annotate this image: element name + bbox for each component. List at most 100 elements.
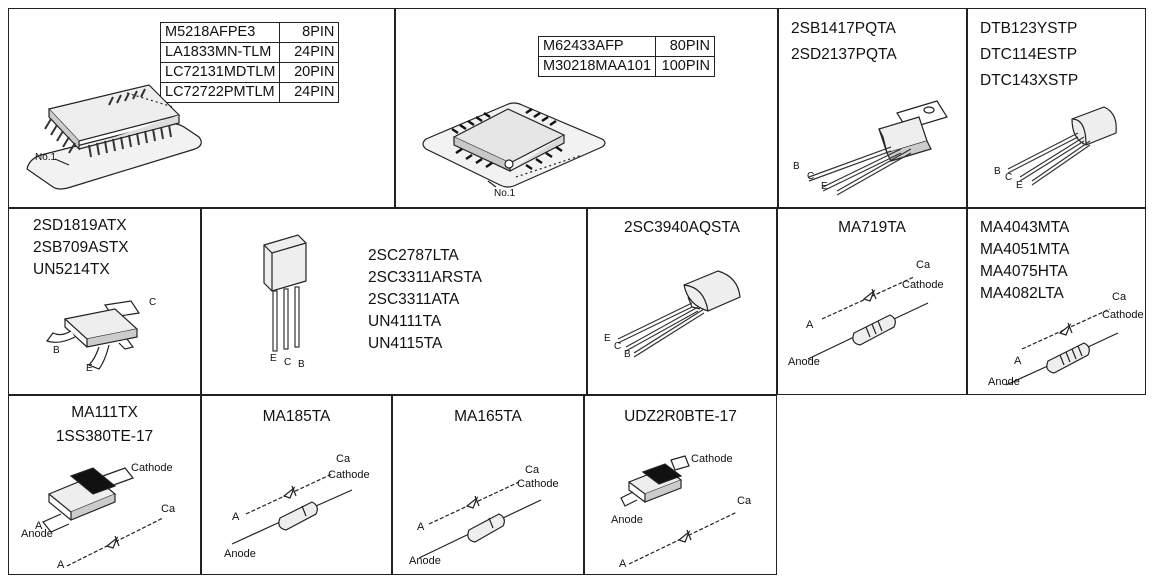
anode-short-label: A <box>232 511 240 523</box>
part-number: DTC114ESTP <box>980 46 1078 63</box>
cathode-label: Cathode <box>328 469 370 481</box>
base-pin-label: B <box>994 166 1001 177</box>
part-number: 2SC3311ATA <box>368 291 460 308</box>
anode-label: Anode <box>409 555 441 567</box>
ma4043-diode-cell: MA4043MTA MA4051MTA MA4075HTA MA4082LTA … <box>967 208 1146 395</box>
anode-label: Anode <box>988 376 1020 388</box>
cathode-label: Cathode <box>517 478 559 490</box>
pin-count: 24PIN <box>279 82 340 103</box>
part-number: 2SC2787LTA <box>368 247 459 264</box>
part-number: DTC143XSTP <box>980 72 1079 89</box>
pin1-label: No.1 <box>494 188 516 199</box>
anode-short-label: A <box>806 319 814 331</box>
pin1-label: No.1 <box>35 152 57 163</box>
ma111-diode-cell: MA111TX 1SS380TE-17 Cathode A Anode Ca A <box>8 395 201 575</box>
part-number: MA4082LTA <box>980 285 1064 302</box>
anode-label: Anode <box>788 356 820 368</box>
sod-package-drawing <box>42 467 164 567</box>
part-number: UN5214TX <box>33 261 110 278</box>
part-number: LC72131MDTLM <box>159 62 281 83</box>
anode-short-label: A <box>57 559 65 571</box>
cathode-short-label: Ca <box>916 259 931 271</box>
part-number: DTB123YSTP <box>980 20 1078 37</box>
base-pin-label: B <box>53 345 60 356</box>
base-pin-label: B <box>298 359 305 370</box>
pin-count: 20PIN <box>279 62 340 83</box>
cathode-label: Cathode <box>131 462 173 474</box>
emitter-pin-label: E <box>821 181 828 192</box>
part-number: MA4075HTA <box>980 263 1068 280</box>
axial-diode-drawing <box>231 473 353 545</box>
cathode-short-label: Ca <box>1112 291 1127 303</box>
cathode-short-label: Ca <box>525 464 540 476</box>
to92-angled-transistor-drawing <box>617 270 741 358</box>
cathode-label: Cathode <box>902 279 944 291</box>
to92-transistor-list-cell: E C B 2SC2787LTA 2SC3311ARSTA 2SC3311ATA… <box>201 208 587 395</box>
pin-count: 80PIN <box>655 36 716 57</box>
sot89-package-cell: 2SD1819ATX 2SB709ASTX UN5214TX C B E <box>8 208 201 395</box>
part-number: M30218MAA101 <box>537 56 657 77</box>
part-number: 2SD2137PQTA <box>791 46 897 63</box>
cathode-short-label: Ca <box>737 495 752 507</box>
part-number: 2SD1819ATX <box>33 217 127 234</box>
pin-count: 100PIN <box>655 56 716 77</box>
sod-package-drawing <box>620 455 738 565</box>
to92-2sc3940-cell: 2SC3940AQSTA E C B <box>587 208 777 395</box>
part-number: MA4051MTA <box>980 241 1070 258</box>
part-number: MA4043MTA <box>980 219 1070 236</box>
part-number: UDZ2R0BTE-17 <box>624 408 737 425</box>
part-number: UN4111TA <box>368 313 442 330</box>
emitter-pin-label: E <box>604 333 611 344</box>
part-number: 2SC3311ARSTA <box>368 269 483 286</box>
part-number: 2SB709ASTX <box>33 239 129 256</box>
to220-transistor-drawing <box>808 100 948 196</box>
axial-diode-drawing <box>807 276 929 360</box>
to220-package-cell: 2SB1417PQTA 2SD2137PQTA B C E <box>778 8 967 208</box>
sot89-package-drawing <box>46 300 141 370</box>
collector-pin-label: C <box>1005 172 1013 183</box>
anode-label: Anode <box>224 548 256 560</box>
emitter-pin-label: E <box>270 353 277 364</box>
collector-pin-label: C <box>284 357 292 368</box>
to92-digital-transistor-cell: DTB123YSTP DTC114ESTP DTC143XSTP B C E <box>967 8 1146 208</box>
cathode-label: Cathode <box>691 453 733 465</box>
collector-pin-label: C <box>149 297 157 308</box>
anode-short-label: A <box>35 520 43 532</box>
anode-short-label: A <box>619 558 627 570</box>
udz-diode-cell: UDZ2R0BTE-17 Cathode Anode Ca A <box>584 395 777 575</box>
part-number: 2SC3940AQSTA <box>623 219 741 236</box>
anode-label: Anode <box>611 514 643 526</box>
cathode-short-label: Ca <box>336 453 351 465</box>
part-number: 1SS380TE-17 <box>55 428 154 445</box>
part-number: MA111TX <box>71 404 138 421</box>
ma185-diode-cell: MA185TA Ca Cathode A Anode <box>201 395 392 575</box>
emitter-pin-label: E <box>1016 180 1023 191</box>
collector-pin-label: C <box>807 171 815 182</box>
part-number: UN4115TA <box>368 335 443 352</box>
part-number: MA185TA <box>262 408 331 425</box>
emitter-pin-label: E <box>86 363 93 374</box>
axial-diode-drawing <box>1005 308 1119 386</box>
part-number: M62433AFP <box>537 36 657 57</box>
part-number: MA719TA <box>838 219 906 236</box>
base-pin-label: B <box>624 349 631 360</box>
cathode-short-label: Ca <box>161 503 176 515</box>
ma719-diode-cell: MA719TA Ca Cathode A Anode <box>777 208 967 395</box>
part-number: 2SB1417PQTA <box>791 20 896 37</box>
cathode-label: Cathode <box>1102 309 1144 321</box>
part-number: LC72722PMTLM <box>159 82 281 103</box>
anode-short-label: A <box>1014 355 1022 367</box>
axial-diode-drawing <box>418 481 542 559</box>
base-pin-label: B <box>793 161 800 172</box>
qfp-package-drawing <box>422 102 606 188</box>
anode-short-label: A <box>417 521 425 533</box>
